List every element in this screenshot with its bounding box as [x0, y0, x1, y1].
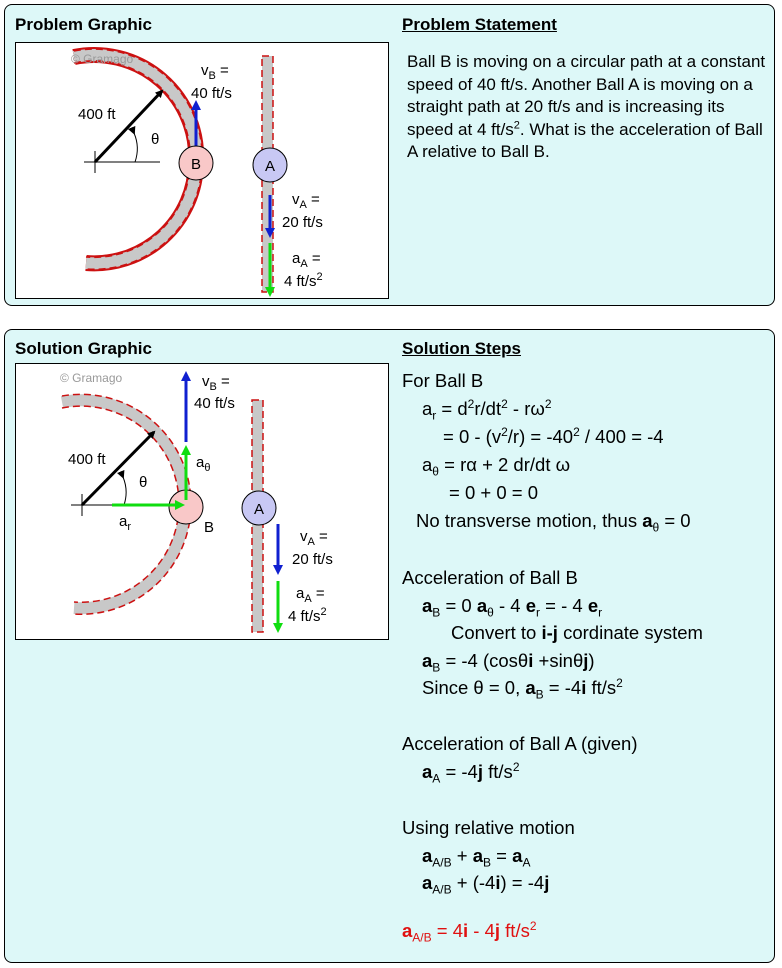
- theta-label: θ: [151, 131, 159, 148]
- solution-graphic-title: Solution Graphic: [15, 339, 152, 358]
- ball-a: [252, 147, 288, 183]
- ball-a: [241, 490, 277, 526]
- theta-label: θ: [139, 474, 147, 491]
- step-relative-header: Using relative motion: [402, 817, 575, 838]
- step-atheta-equation: aθ = rα + 2 dr/dt ω: [422, 454, 571, 479]
- problem-statement: Ball B is moving on a circular path at a…: [407, 52, 766, 161]
- step-ab-equation: aB = 0 aθ - 4 er = - 4 er: [422, 595, 603, 620]
- step-aa-equation: aA = -4j ft/s2: [422, 759, 520, 786]
- vb-label: vB =: [201, 62, 229, 82]
- step-ar-equation: ar = d2r/dt2 - rω2: [422, 396, 552, 423]
- va-label: vA =: [300, 528, 328, 548]
- step-for-ball-b: For Ball B: [402, 370, 484, 391]
- aa-label: aA =: [296, 585, 325, 605]
- step-ab-ij: aB = -4 (cosθi +sinθj): [422, 650, 595, 675]
- radius-label: 400 ft: [68, 451, 106, 468]
- watermark: © Gramago: [71, 52, 134, 66]
- problem-graphic: © Gramago 400 ft θ B vB = 40 ft/s A vA: [15, 42, 389, 299]
- vb-value: 40 ft/s: [194, 395, 235, 412]
- ar-label: ar: [119, 513, 131, 533]
- step-atheta-evaluation: = 0 + 0 = 0: [449, 482, 538, 503]
- solution-panel: Solution Graphic Solution Steps © Gramag…: [4, 329, 775, 963]
- ball-b-label: B: [204, 519, 214, 536]
- solution-graphic: © Gramago 400 ft θ B ar aθ vB = 40 ft/s: [15, 363, 389, 640]
- problem-diagram: © Gramago 400 ft θ B vB = 40 ft/s A vA: [71, 47, 323, 297]
- problem-graphic-title: Problem Graphic: [15, 15, 152, 34]
- atheta-label: aθ: [196, 454, 210, 474]
- final-answer: aA/B = 4i - 4j ft/s2: [402, 918, 537, 945]
- problem-panel: Problem Graphic Problem Statement © Gram…: [4, 4, 775, 306]
- problem-statement-title: Problem Statement: [402, 15, 557, 34]
- aa-value: 4 ft/s2: [288, 606, 327, 625]
- va-value: 20 ft/s: [282, 214, 323, 231]
- solution-steps-title: Solution Steps: [402, 339, 521, 358]
- va-value: 20 ft/s: [292, 551, 333, 568]
- aa-label: aA =: [292, 250, 321, 270]
- step-convert: Convert to i-j cordinate system: [451, 622, 703, 643]
- ball-a-label: A: [254, 501, 264, 518]
- aa-value: 4 ft/s2: [284, 271, 323, 290]
- step-no-transverse: No transverse motion, thus aθ = 0: [416, 510, 691, 535]
- step-relative-1: aA/B + aB = aA: [422, 845, 531, 870]
- radius-label: 400 ft: [78, 106, 116, 123]
- solution-diagram: © Gramago 400 ft θ B ar aθ vB = 40 ft/s: [60, 371, 333, 633]
- step-ar-evaluation: = 0 - (v2/r) = -402 / 400 = -4: [443, 424, 664, 447]
- step-acc-a-header: Acceleration of Ball A (given): [402, 733, 638, 754]
- va-label: vA =: [292, 191, 320, 211]
- circular-track: [72, 47, 205, 272]
- ball-a-label: A: [265, 158, 275, 175]
- ball-b: [178, 145, 214, 181]
- step-relative-2: aA/B + (-4i) = -4j: [422, 872, 550, 897]
- radius-arrow: [80, 430, 156, 507]
- step-acc-b-header: Acceleration of Ball B: [402, 567, 578, 588]
- watermark: © Gramago: [60, 371, 123, 385]
- ball-b-label: B: [191, 156, 201, 173]
- step-since: Since θ = 0, aB = -4i ft/s2: [422, 675, 623, 702]
- vb-label: vB =: [202, 373, 230, 393]
- radius-arrow: [93, 89, 164, 164]
- vb-value: 40 ft/s: [191, 85, 232, 102]
